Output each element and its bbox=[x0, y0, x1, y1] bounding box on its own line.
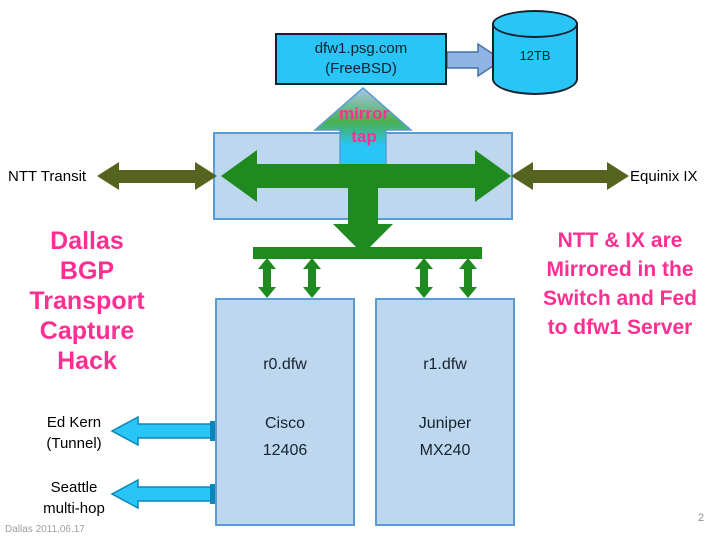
ntt-transit-arrow bbox=[97, 162, 217, 190]
router-link-arrow bbox=[258, 258, 276, 298]
ed-kern-label: Ed Kern (Tunnel) bbox=[46, 414, 102, 452]
cylinder-top bbox=[492, 10, 578, 38]
footer-date: Dallas 2011.06.17 bbox=[5, 524, 85, 535]
server-box: dfw1.psg.com (FreeBSD) bbox=[275, 33, 447, 85]
ed-kern-tunnel-arrow-tail bbox=[210, 421, 218, 441]
router-box-r1: r1.dfw Juniper MX240 bbox=[375, 298, 515, 526]
cylinder-body bbox=[492, 23, 578, 95]
server-os: (FreeBSD) bbox=[325, 60, 397, 77]
router-name: r0.dfw bbox=[263, 356, 307, 373]
router-name: r1.dfw bbox=[423, 356, 467, 373]
switch-trunk-arrow bbox=[221, 150, 511, 202]
ntt-transit-label: NTT Transit bbox=[8, 168, 87, 185]
router-link-arrow bbox=[303, 258, 321, 298]
router-vendor: Juniper bbox=[418, 415, 472, 432]
router-model: 12406 bbox=[262, 442, 308, 459]
storage-cylinder: 12TB bbox=[492, 10, 578, 96]
mirror-tap-label: mirror tap bbox=[338, 104, 390, 146]
router-link-arrow bbox=[459, 258, 477, 298]
equinix-ix-label: Equinix IX bbox=[630, 168, 698, 185]
equinix-ix-arrow bbox=[511, 162, 629, 190]
seattle-label: Seattle multi-hop bbox=[43, 479, 105, 517]
ed-kern-tunnel-arrow bbox=[110, 415, 219, 447]
router-model: MX240 bbox=[419, 442, 471, 459]
seattle-tunnel-arrow-tail bbox=[210, 484, 218, 504]
slide-title: Dallas BGP Transport Capture Hack bbox=[29, 227, 145, 375]
router-box-r0: r0.dfw Cisco 12406 bbox=[215, 298, 355, 526]
router-link-arrow bbox=[415, 258, 433, 298]
router-vendor: Cisco bbox=[264, 415, 305, 432]
page-number: 2 bbox=[698, 512, 705, 524]
mirror-note: NTT & IX are Mirrored in the Switch and … bbox=[542, 229, 697, 339]
server-storage-arrow bbox=[446, 42, 504, 78]
seattle-tunnel-arrow bbox=[110, 478, 219, 510]
distribution-bar bbox=[253, 247, 482, 259]
downlink-arrow bbox=[333, 186, 393, 254]
storage-label: 12TB bbox=[519, 48, 551, 63]
server-name: dfw1.psg.com bbox=[314, 40, 408, 57]
